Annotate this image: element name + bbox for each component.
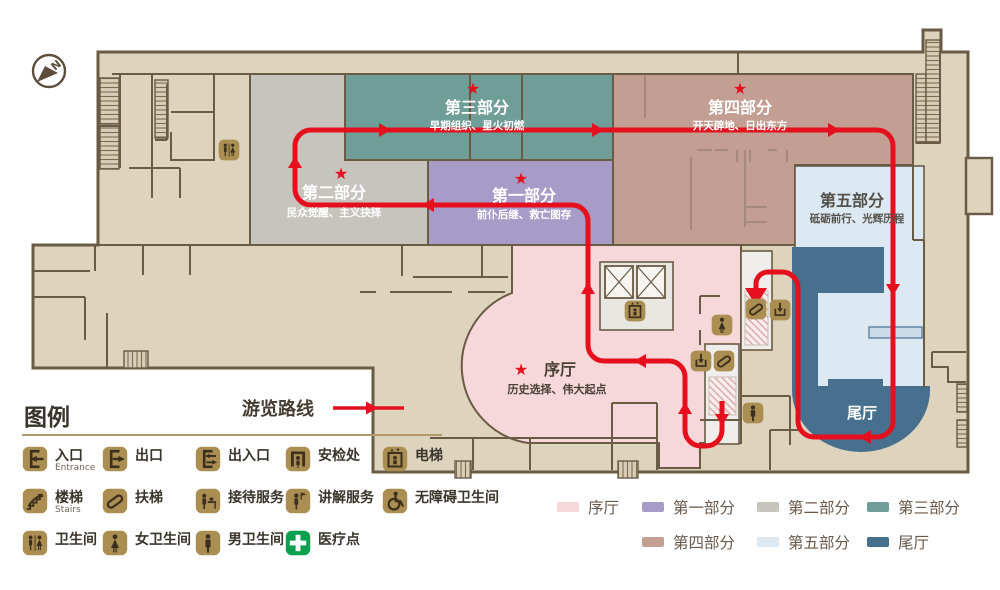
xuting-swatch xyxy=(557,502,579,512)
svg-text:第三部分: 第三部分 xyxy=(445,98,509,117)
svg-text:第二部分: 第二部分 xyxy=(302,183,366,202)
tour-route-arrowheads xyxy=(288,123,900,444)
legend-item-guide-service: 讲解服务 xyxy=(285,488,374,514)
colorkey-part4: 第四部分 xyxy=(642,531,735,553)
exit-down-icon xyxy=(690,350,712,372)
toilet-icon xyxy=(218,139,240,161)
region-labels: ★ 第三部分 早期组织、星火初燃 ★ 第四部分 开天辟地、日出东方 ★ 第二部分… xyxy=(287,79,905,422)
star-part4: ★ xyxy=(733,79,747,98)
svg-text:早期组织、星火初燃: 早期组织、星火初燃 xyxy=(430,119,525,132)
legend-item-male-toilet: 男卫生间 xyxy=(195,530,284,556)
part5-swatch xyxy=(757,537,779,547)
legend-title: 图例 xyxy=(24,405,70,431)
guide-service-icon xyxy=(285,488,311,514)
weiting-swatch xyxy=(867,537,889,547)
part1-swatch xyxy=(642,502,664,512)
exit-icon xyxy=(102,446,128,472)
interior-walls xyxy=(33,52,966,470)
escalator-icon xyxy=(102,488,128,514)
star-part3: ★ xyxy=(466,79,480,98)
medical-icon xyxy=(285,530,311,556)
stairs-icon xyxy=(22,488,48,514)
colorkey-part3: 第三部分 xyxy=(867,496,960,518)
compass-north-icon: N xyxy=(31,53,67,89)
elevator-icon xyxy=(624,300,646,322)
legend-item-exit: 出口 xyxy=(102,446,163,472)
male-toilet-icon xyxy=(742,402,764,424)
colorkey-part1: 第一部分 xyxy=(642,496,735,518)
female-toilet-icon xyxy=(102,530,128,556)
colorkey-part5: 第五部分 xyxy=(757,531,850,553)
entrance-icon xyxy=(22,446,48,472)
star-xuting: ★ xyxy=(514,360,528,379)
svg-text:第四部分: 第四部分 xyxy=(708,98,772,117)
part4-swatch xyxy=(642,537,664,547)
reception-icon xyxy=(195,488,221,514)
exit-down-icon xyxy=(769,299,791,321)
male-toilet-icon xyxy=(195,530,221,556)
svg-text:前仆后继、救亡图存: 前仆后继、救亡图存 xyxy=(477,208,572,221)
star-part1: ★ xyxy=(514,169,528,188)
legend-item-reception: 接待服务 xyxy=(195,488,284,514)
female-toilet-icon xyxy=(711,314,733,336)
legend-item-entrance-exit: 出入口 xyxy=(195,446,270,472)
part2-swatch xyxy=(757,502,779,512)
accessible-toilet-icon xyxy=(382,488,408,514)
star-part2: ★ xyxy=(334,164,348,183)
building-annex-right xyxy=(964,156,994,216)
legend-divider xyxy=(22,434,442,436)
svg-text:第一部分: 第一部分 xyxy=(492,186,556,205)
route-legend-label: 游览路线 xyxy=(242,399,314,420)
colorkey-weiting: 尾厅 xyxy=(867,531,929,553)
svg-text:历史选择、伟大起点: 历史选择、伟大起点 xyxy=(508,382,607,396)
svg-text:尾厅: 尾厅 xyxy=(847,404,877,422)
svg-text:序厅: 序厅 xyxy=(544,360,576,379)
colorkey-xuting: 序厅 xyxy=(557,496,619,518)
legend-item-escalator: 扶梯 xyxy=(102,488,163,514)
toilet-icon xyxy=(22,530,48,556)
legend-item-elevator: 电梯 xyxy=(382,446,443,472)
escalator-icon xyxy=(713,350,735,372)
svg-text:开天辟地、日出东方: 开天辟地、日出东方 xyxy=(693,119,788,132)
part3-swatch xyxy=(867,502,889,512)
security-check-icon xyxy=(285,446,311,472)
colorkey-part2: 第二部分 xyxy=(757,496,850,518)
svg-text:砥砺前行、光辉历程: 砥砺前行、光辉历程 xyxy=(810,212,905,225)
svg-text:第五部分: 第五部分 xyxy=(820,191,884,210)
legend-item-accessible-toilet: 无障碍卫生间 xyxy=(382,488,499,514)
route-legend-arrow xyxy=(333,401,404,415)
legend-item-female-toilet: 女卫生间 xyxy=(102,530,191,556)
svg-text:民众觉醒、主义抉择: 民众觉醒、主义抉择 xyxy=(287,206,382,219)
legend-item-toilet: 卫生间 xyxy=(22,530,97,556)
elevator-icon xyxy=(382,446,408,472)
legend-item-security-check: 安检处 xyxy=(285,446,360,472)
tour-route-path xyxy=(292,127,896,449)
escalator-icon xyxy=(745,298,767,320)
part4-partition-walls xyxy=(644,75,788,230)
legend-item-medical: 医疗点 xyxy=(285,530,360,556)
entrance-exit-icon xyxy=(195,446,221,472)
